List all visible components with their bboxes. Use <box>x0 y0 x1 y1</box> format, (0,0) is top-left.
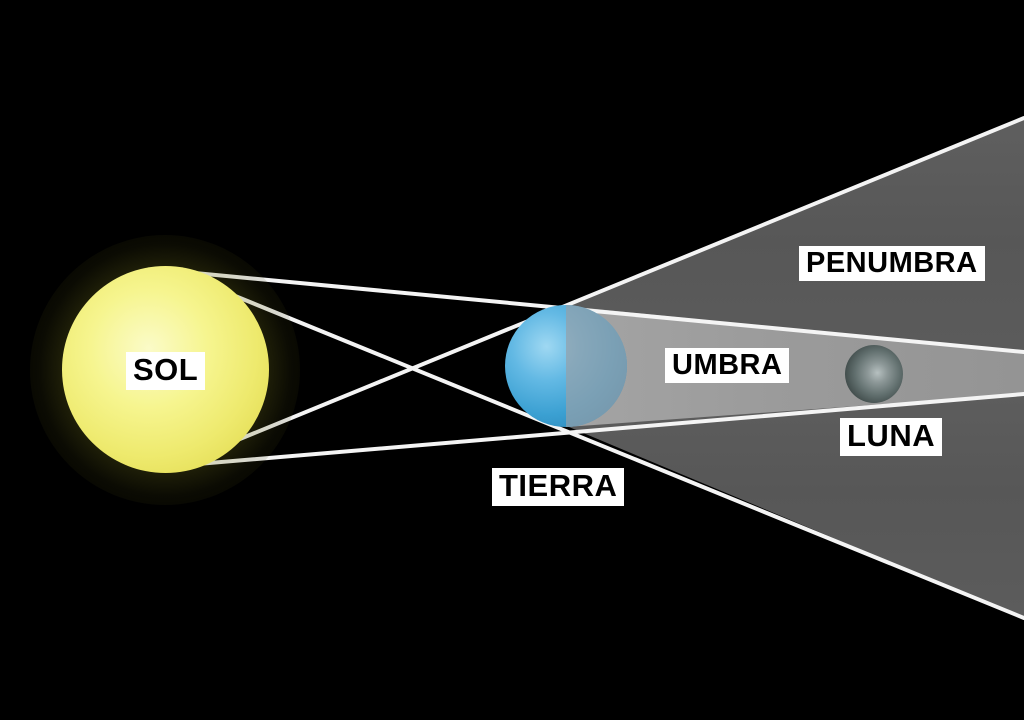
light-ray-bottom-to-bottom <box>172 392 1024 468</box>
penumbra-region-upper <box>569 118 1024 366</box>
moon-body <box>845 345 903 403</box>
label-tierra: TIERRA <box>492 468 625 506</box>
light-ray-top-to-bottom <box>172 269 1024 620</box>
umbra-region <box>566 306 1024 427</box>
label-penumbra: PENUMBRA <box>799 246 985 282</box>
label-umbra: UMBRA <box>665 348 790 384</box>
light-ray-top-to-top <box>172 269 1024 354</box>
light-ray-bottom-to-top <box>172 116 1024 468</box>
label-luna: LUNA <box>840 418 943 456</box>
label-sol: SOL <box>126 352 206 390</box>
